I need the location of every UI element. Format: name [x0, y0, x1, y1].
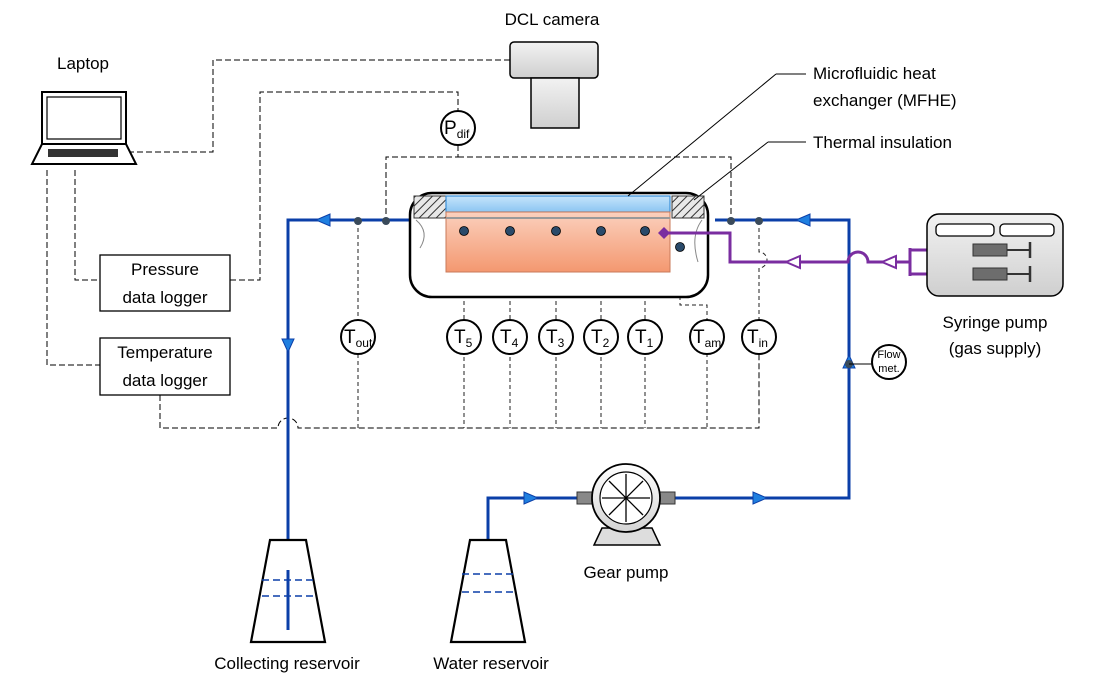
svg-text:T4: T4	[500, 327, 519, 350]
collecting-reservoir-label: Collecting reservoir	[214, 654, 360, 673]
temperature-data-logger: Temperature data logger	[99, 337, 231, 396]
svg-text:T3: T3	[546, 327, 565, 350]
svg-text:Tam: Tam	[693, 327, 721, 350]
sensor-t-out: Tout	[340, 319, 376, 355]
heater-block	[445, 211, 671, 273]
svg-text:Tin: Tin	[747, 327, 768, 350]
sensor-p-dif: Pdif	[440, 110, 476, 146]
insulation-label: Thermal insulation	[813, 133, 952, 152]
pressure-data-logger: Pressure data logger	[99, 254, 231, 312]
sensor-t4: T4	[492, 319, 528, 355]
gear-pump-icon	[576, 463, 676, 546]
laptop-icon	[30, 91, 138, 165]
svg-text:Pdif: Pdif	[444, 118, 470, 141]
syringe-pump	[926, 213, 1064, 297]
sensor-t1: T1	[627, 319, 663, 355]
water-reservoir-icon	[449, 538, 527, 644]
temperature-logger-label: Temperature	[117, 343, 212, 362]
syringe-pump-label: Syringe pump	[943, 313, 1048, 332]
leader-lines	[627, 73, 806, 201]
gear-pump-label: Gear pump	[583, 563, 668, 582]
svg-text:T1: T1	[635, 327, 654, 350]
camera-icon	[509, 41, 599, 129]
svg-text:Tout: Tout	[344, 327, 373, 350]
sensor-t-in: Tin	[741, 319, 777, 355]
flow-meter: Flow met.	[849, 344, 907, 380]
sensor-t3: T3	[538, 319, 574, 355]
sensor-t2: T2	[583, 319, 619, 355]
temperature-logger-label-2: data logger	[122, 371, 207, 390]
collecting-reservoir-icon	[249, 538, 327, 644]
flow-meter-label: Flow	[877, 349, 900, 361]
mfhe-label: Microfluidic heat	[813, 64, 936, 83]
pressure-logger-label-2: data logger	[122, 288, 207, 307]
camera-label: DCL camera	[505, 10, 600, 29]
pressure-logger-label: Pressure	[131, 260, 199, 279]
sensor-t-am: Tam	[689, 319, 725, 355]
water-reservoir-label: Water reservoir	[433, 654, 549, 673]
laptop-label: Laptop	[57, 54, 109, 73]
svg-text:T5: T5	[454, 327, 473, 350]
mfhe-housing	[408, 191, 710, 299]
microchannel-plate	[445, 195, 671, 213]
mfhe-label-2: exchanger (MFHE)	[813, 91, 957, 110]
syringe-pump-label-2: (gas supply)	[949, 339, 1042, 358]
svg-text:T2: T2	[591, 327, 610, 350]
sensor-t5: T5	[446, 319, 482, 355]
flow-meter-label-2: met.	[878, 363, 899, 375]
